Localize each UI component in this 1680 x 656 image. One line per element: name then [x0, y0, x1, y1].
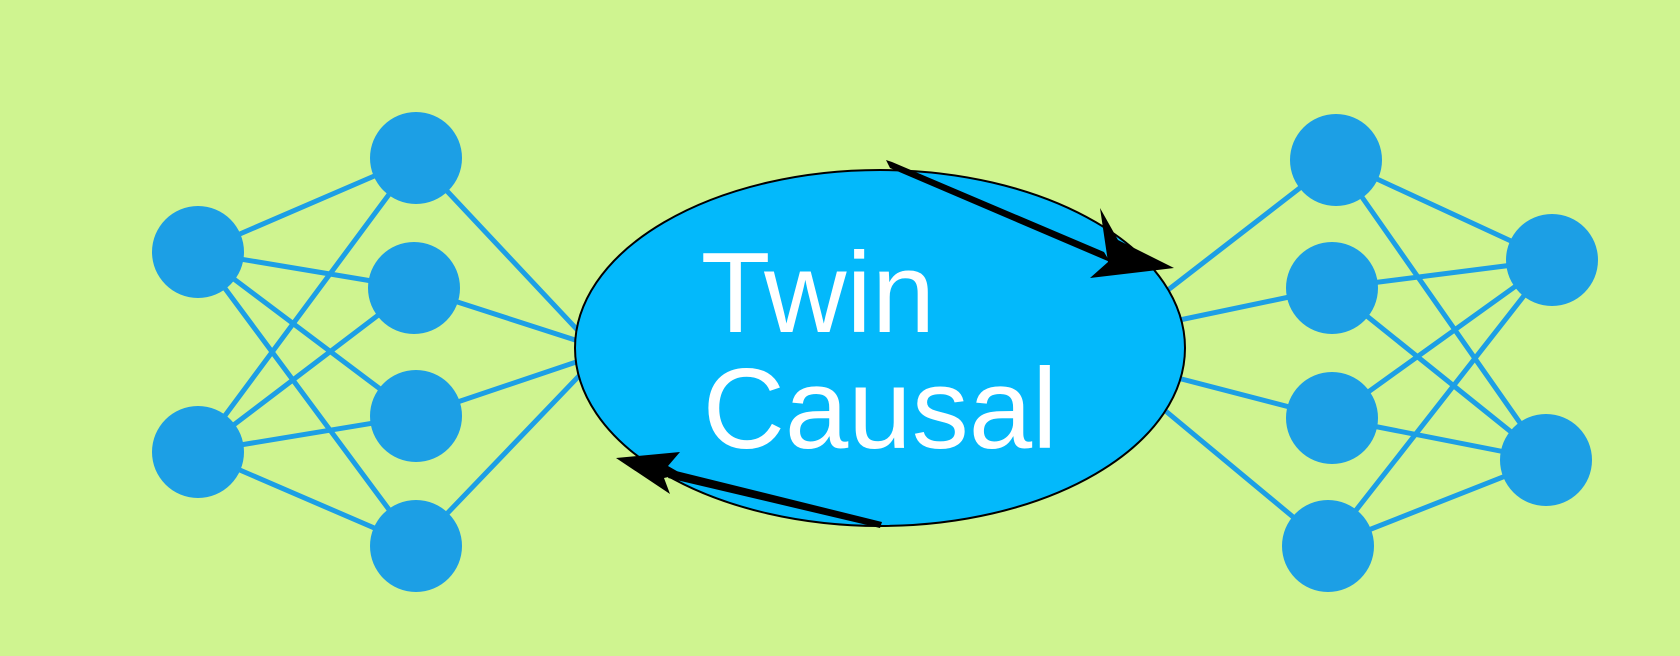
edge	[1333, 157, 1549, 463]
hidden-node	[368, 242, 460, 334]
hidden-node	[1286, 242, 1378, 334]
hidden-node	[370, 112, 462, 204]
hidden-node	[370, 370, 462, 462]
edge	[1325, 257, 1555, 549]
output-node	[1500, 414, 1592, 506]
hidden-node	[1286, 372, 1378, 464]
left-network-nodes	[152, 112, 462, 592]
bottom-arrow-shaft	[668, 470, 882, 528]
hidden-node	[1290, 114, 1382, 206]
input-node	[152, 206, 244, 298]
right-network-nodes	[1282, 114, 1598, 592]
label-line-2: Causal	[703, 346, 1058, 473]
output-node	[1506, 214, 1598, 306]
hidden-node	[370, 500, 462, 592]
label-line-1: Twin	[701, 230, 935, 357]
top-arrow-head	[1090, 208, 1174, 278]
cycle-arrows	[616, 160, 1174, 528]
edge	[195, 249, 419, 549]
hidden-node	[1282, 500, 1374, 592]
input-node	[152, 406, 244, 498]
top-arrow-shaft	[886, 160, 1110, 262]
edge	[195, 155, 419, 455]
bottom-arrow-head	[616, 452, 682, 494]
